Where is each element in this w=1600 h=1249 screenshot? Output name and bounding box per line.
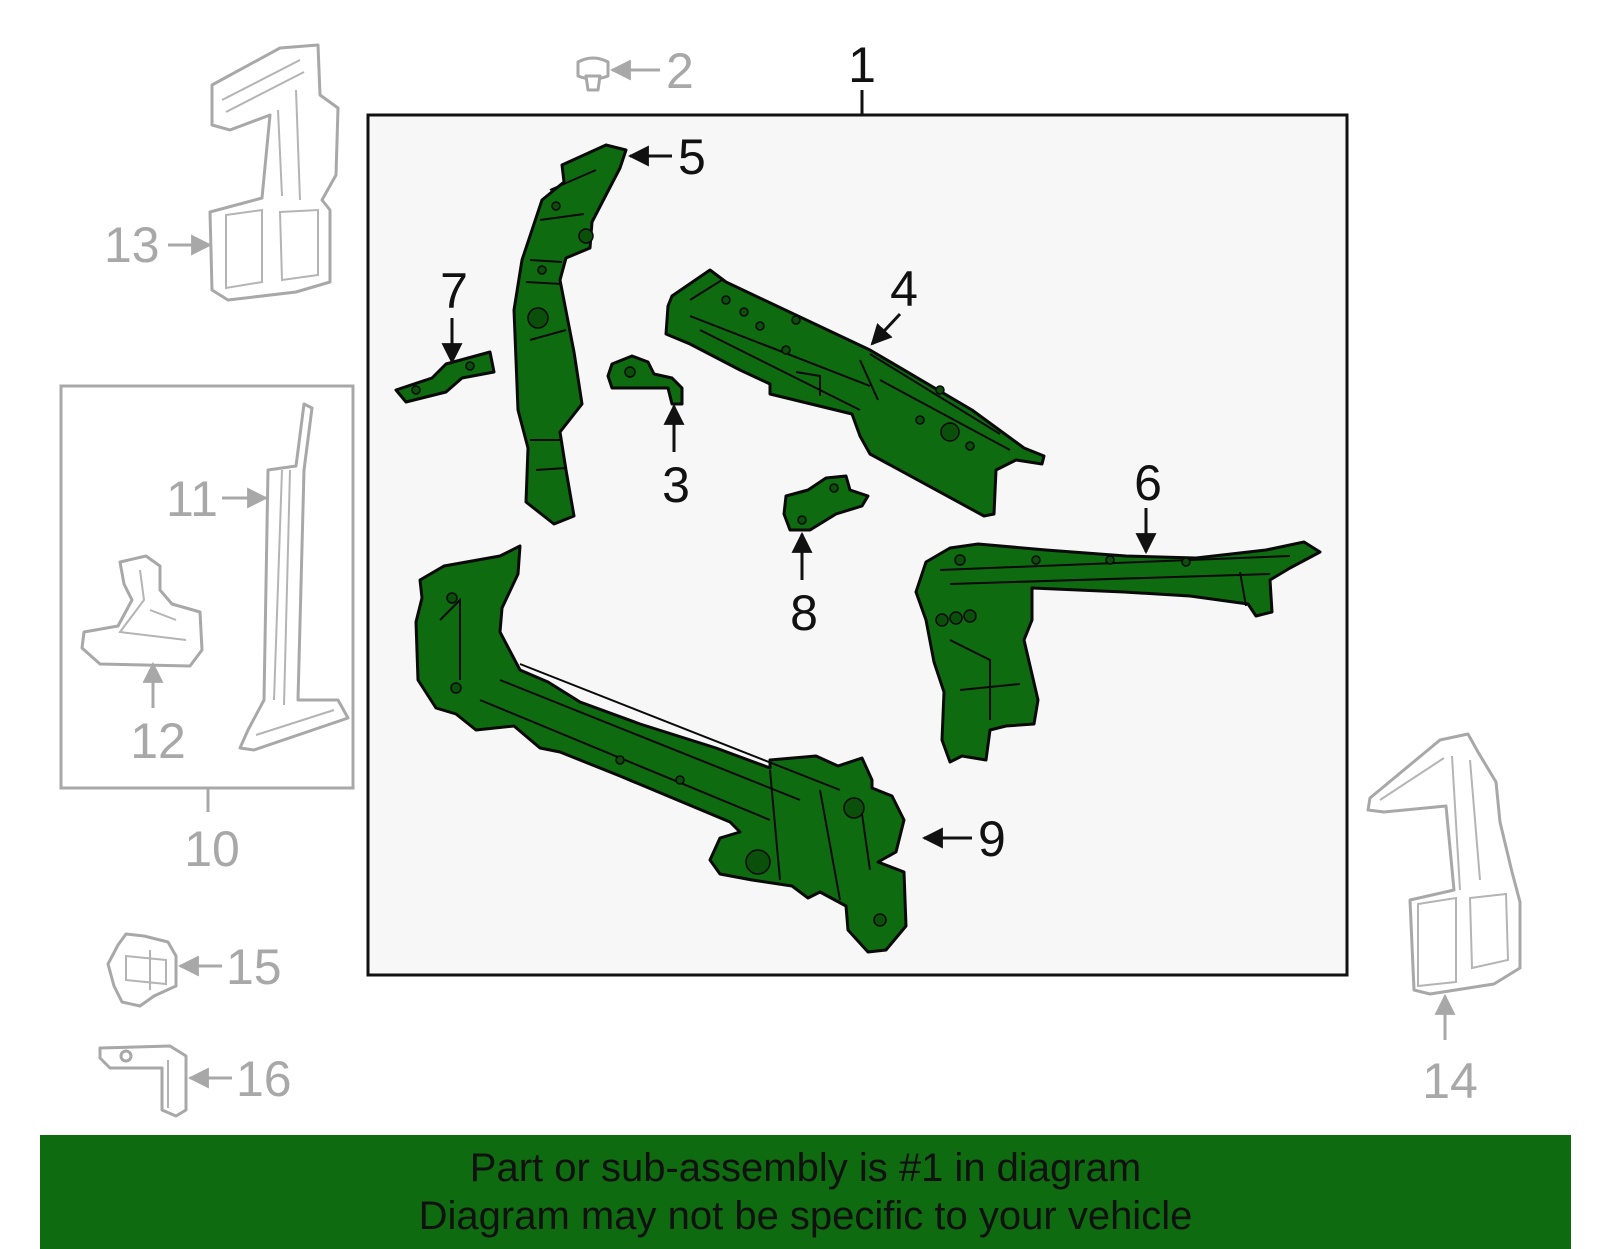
part-14-side-panel[interactable]	[1366, 732, 1522, 996]
part-6-side-member[interactable]	[914, 540, 1322, 764]
callout-8: 8	[790, 585, 818, 641]
callout-11: 11	[166, 471, 218, 527]
callout-14: 14	[1422, 1053, 1478, 1109]
part-4-tie-bar[interactable]	[664, 268, 1046, 518]
banner-line-1: Part or sub-assembly is #1 in diagram	[469, 1146, 1142, 1190]
callout-5: 5	[678, 129, 706, 185]
part-13-side-panel[interactable]	[208, 43, 340, 302]
callout-15: 15	[226, 939, 282, 995]
notice-banner: Part or sub-assembly is #1 in diagram Di…	[40, 1135, 1571, 1249]
part-16-bracket[interactable]	[98, 1044, 188, 1118]
part-15-clip[interactable]	[106, 932, 178, 1008]
callout-9: 9	[978, 811, 1006, 867]
banner-line-2: Diagram may not be specific to your vehi…	[418, 1194, 1193, 1238]
callout-1: 1	[848, 37, 876, 93]
part-2-clip[interactable]	[576, 56, 610, 92]
callout-10: 10	[184, 821, 240, 877]
part-7-bracket[interactable]	[394, 350, 496, 404]
part-11-pillar[interactable]	[238, 402, 350, 752]
part-9-lower-support[interactable]	[414, 544, 908, 954]
callout-3: 3	[662, 457, 690, 513]
part-12-bracket[interactable]	[80, 554, 204, 668]
callout-6: 6	[1134, 455, 1162, 511]
banner-background	[40, 1135, 1571, 1249]
callout-4: 4	[890, 261, 918, 317]
callout-2: 2	[666, 43, 694, 99]
callout-13: 13	[104, 217, 160, 273]
callout-7: 7	[440, 263, 468, 319]
part-8-bracket[interactable]	[782, 474, 870, 532]
callout-12: 12	[130, 713, 186, 769]
callout-16: 16	[236, 1051, 292, 1107]
part-5-support[interactable]	[512, 143, 628, 526]
part-3-bracket[interactable]	[606, 354, 684, 406]
leader-4	[870, 312, 902, 346]
